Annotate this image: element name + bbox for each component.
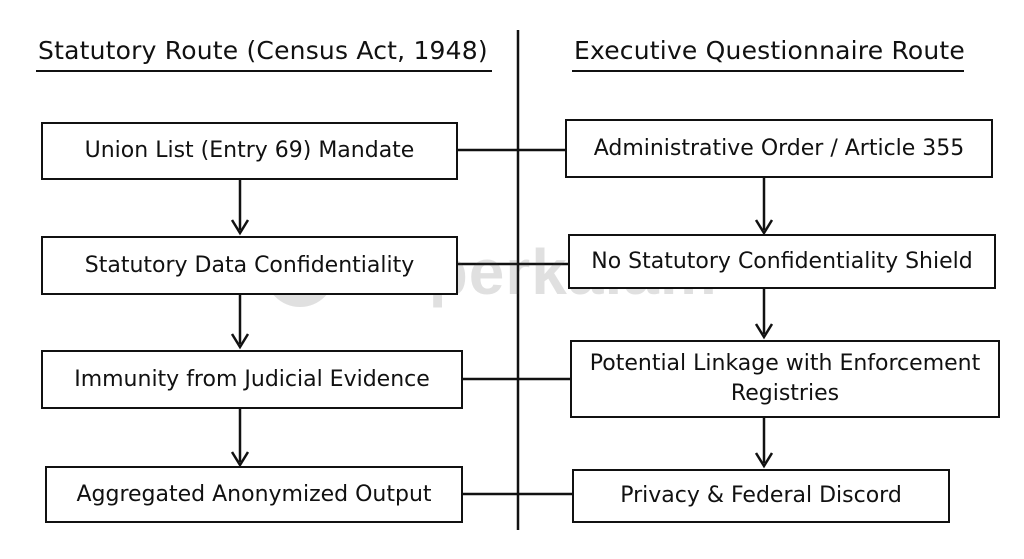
right-arrow-2 [754, 289, 774, 340]
node-no-confidentiality-shield: No Statutory Confidentiality Shield [568, 234, 996, 289]
node-union-list-mandate: Union List (Entry 69) Mandate [41, 122, 458, 180]
right-column-heading: Executive Questionnaire Route [574, 36, 966, 65]
node-statutory-data-confidentiality: Statutory Data Confidentiality [41, 236, 458, 295]
node-enforcement-linkage: Potential Linkage with Enforcement Regis… [570, 340, 1000, 418]
node-privacy-federal-discord: Privacy & Federal Discord [572, 469, 950, 523]
left-arrow-1 [230, 180, 250, 236]
left-arrow-2 [230, 295, 250, 350]
right-arrow-3 [754, 418, 774, 469]
left-heading-underline [36, 70, 492, 72]
right-heading-underline [572, 70, 964, 72]
left-arrow-3 [230, 409, 250, 468]
right-arrow-1 [754, 178, 774, 236]
left-column-heading: Statutory Route (Census Act, 1948) [38, 36, 488, 65]
node-aggregated-anonymized-output: Aggregated Anonymized Output [45, 466, 463, 523]
node-administrative-order: Administrative Order / Article 355 [565, 119, 993, 178]
node-immunity-judicial-evidence: Immunity from Judicial Evidence [41, 350, 463, 409]
